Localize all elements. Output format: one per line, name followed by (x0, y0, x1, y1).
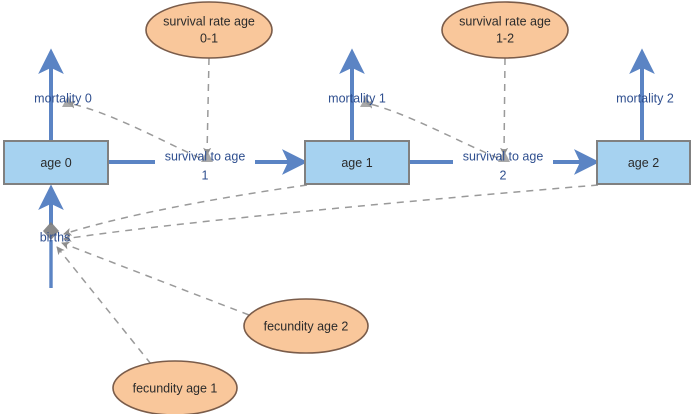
flow-label-mortality-0: mortality 0 (34, 91, 92, 105)
stock-age-0-box (3, 140, 109, 185)
flow-label-births-text: births (40, 230, 71, 244)
flow-label-mortality-2: mortality 2 (616, 91, 674, 105)
valve-mortality-0-icon (62, 96, 74, 107)
aux-fecundity-age-1[interactable]: fecundity age 1 (112, 360, 238, 414)
stock-age-2-label: age 2 (628, 156, 659, 170)
link-survival-rate-1-2-to-survival-to-age-2 (500, 57, 509, 156)
flow-label-survival-to-age-1: survival to age 1 (165, 149, 246, 182)
aux-fecundity-age-2-shape (243, 298, 369, 354)
stock-age-1[interactable]: age 1 (304, 140, 410, 185)
flow-label-births: births (40, 230, 71, 244)
flow-label-mortality-2-text: mortality 2 (616, 91, 674, 105)
valve-mortality-1-icon (360, 96, 372, 107)
valve-survival-to-age-1-icon (201, 150, 213, 162)
valve-markers (43, 96, 510, 240)
link-fecundity-age-1-to-births (56, 246, 152, 365)
aux-fecundity-age-2[interactable]: fecundity age 2 (243, 298, 369, 354)
aux-fecundity-age-1-shape (112, 360, 238, 414)
stock-age-0[interactable]: age 0 (3, 140, 109, 185)
link-age-2-to-births (63, 184, 599, 242)
aux-survival-rate-age-1-2-shape (441, 1, 569, 59)
aux-fecundity-age-2-label: fecundity age 2 (264, 319, 349, 333)
aux-survival-rate-age-0-1-label-line2: 0-1 (200, 31, 218, 45)
stock-age-0-label: age 0 (40, 156, 71, 170)
link-fecundity-age-2-to-births (61, 241, 250, 316)
aux-survival-rate-age-1-2-label-line1: survival rate age (459, 14, 551, 28)
link-survival-rate-0-1-to-survival-to-age-1 (203, 57, 212, 156)
aux-survival-rate-age-0-1-shape (145, 1, 273, 59)
valve-survival-to-age-2-icon (498, 150, 510, 162)
flow-label-survival-to-age-2-line2: 2 (500, 168, 507, 182)
link-age-1-to-births (63, 184, 308, 236)
link-survival-to-age-2-to-mortality-1 (365, 100, 499, 159)
flow-label-mortality-1-text: mortality 1 (328, 91, 386, 105)
stock-age-1-label: age 1 (341, 156, 372, 170)
flow-label-survival-to-age-2: survival to age 2 (463, 149, 544, 182)
flow-label-mortality-0-text: mortality 0 (34, 91, 92, 105)
aux-survival-rate-age-1-2[interactable]: survival rate age 1-2 (441, 1, 569, 59)
flow-label-survival-to-age-1-line1: survival to age (165, 149, 246, 163)
aux-survival-rate-age-1-2-label-line2: 1-2 (496, 31, 514, 45)
stock-age-2-box (596, 140, 691, 185)
valve-births-icon (43, 222, 59, 240)
aux-survival-rate-age-0-1[interactable]: survival rate age 0-1 (145, 1, 273, 59)
aux-survival-rate-age-0-1-label-line1: survival rate age (163, 14, 255, 28)
flow-label-survival-to-age-2-line1: survival to age (463, 149, 544, 163)
stock-age-1-box (304, 140, 410, 185)
aux-fecundity-age-1-label: fecundity age 1 (133, 381, 218, 395)
flow-label-mortality-1: mortality 1 (328, 91, 386, 105)
link-survival-to-age-1-to-mortality-0 (67, 100, 201, 159)
stock-age-2[interactable]: age 2 (596, 140, 691, 185)
flow-label-survival-to-age-1-line2: 1 (202, 168, 209, 182)
